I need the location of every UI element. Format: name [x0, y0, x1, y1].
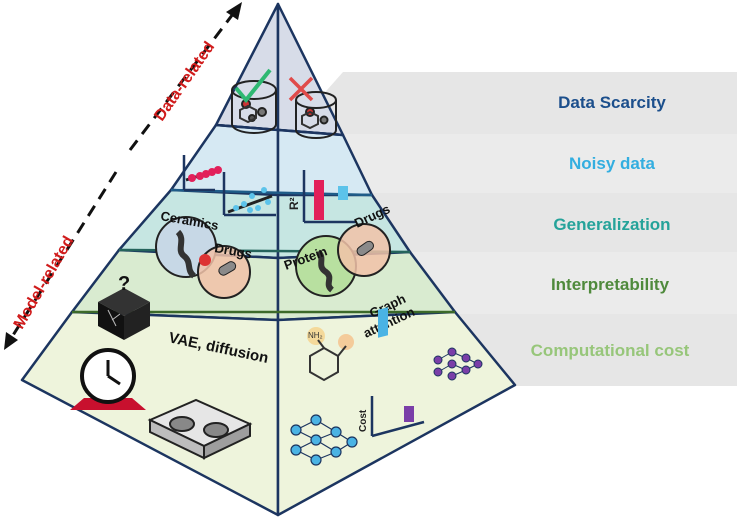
- nh2-label: NH₂: [308, 331, 323, 340]
- data-related-arrow: [128, 2, 242, 151]
- drugs-label-left: Drugs: [213, 240, 253, 261]
- bar-chart-icon: [370, 307, 425, 438]
- label-interpretability: Interpretability: [551, 275, 670, 294]
- clock-icon: [70, 348, 146, 410]
- label-noisy-data: Noisy data: [569, 154, 656, 173]
- band-data-scarcity: [288, 72, 737, 134]
- model-related-arrow: [4, 171, 118, 350]
- venn-diagram-icon: [295, 223, 391, 297]
- scatter-plot-icon: [182, 155, 222, 192]
- r2-axis-label: R²: [287, 197, 301, 210]
- cross-icon: [288, 76, 314, 102]
- question-mark: ?: [118, 273, 130, 295]
- check-icon: [234, 68, 272, 104]
- molecule-cylinder-icon: [231, 80, 277, 134]
- label-generalization: Generalization: [553, 215, 670, 234]
- neural-network-icon: [433, 347, 483, 381]
- neural-network-icon: [290, 414, 358, 466]
- band-noisy-data: [288, 134, 737, 193]
- benzene-icon: [307, 327, 354, 382]
- gpu-icon: [147, 398, 253, 460]
- black-box-icon: [98, 288, 150, 340]
- data-related-label: Data-related: [151, 39, 218, 125]
- bar-chart-icon: [302, 170, 356, 224]
- label-computational-cost: Computational cost: [531, 341, 690, 360]
- label-data-scarcity: Data Scarcity: [558, 93, 666, 112]
- cost-axis-label: Cost: [358, 409, 369, 432]
- scatter-plot-icon: [222, 172, 276, 217]
- molecule-cylinder-icon: [295, 91, 337, 139]
- venn-diagram-icon: [155, 216, 251, 299]
